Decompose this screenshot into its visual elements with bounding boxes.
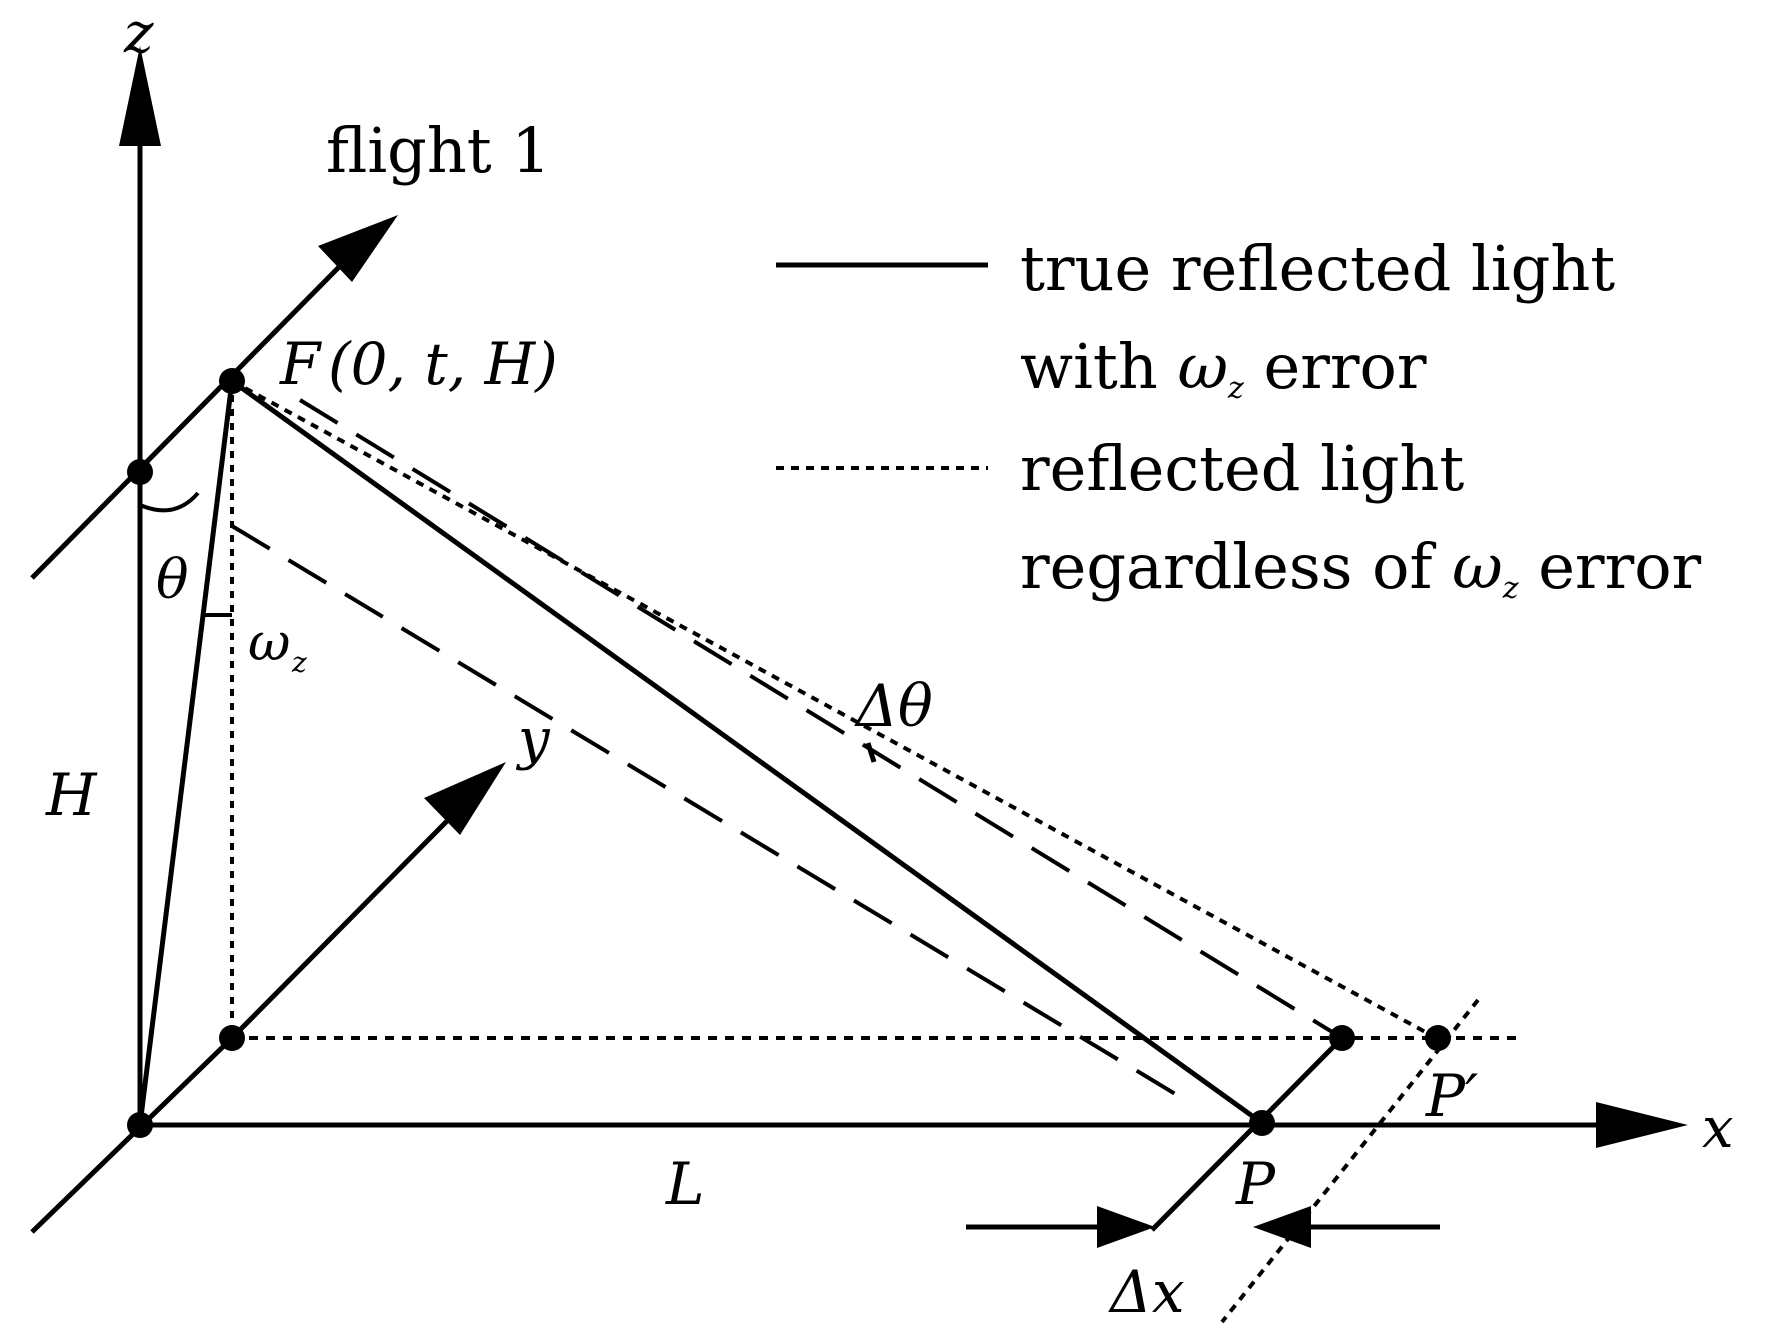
distance-label: L xyxy=(665,1150,705,1218)
point-F-label: F xyxy=(279,330,322,398)
y-axis-arrow-icon xyxy=(424,762,506,835)
point-z-axis-crossing xyxy=(127,459,153,485)
y-axis-line xyxy=(230,818,450,1040)
legend-solid-omega-sub: z xyxy=(1227,371,1244,406)
legend-dotted-label-line2: regardless of ωz error xyxy=(1020,530,1702,606)
reflected-light-dotted-line xyxy=(231,379,1441,1042)
legend-dotted-pre: regardless of xyxy=(1020,530,1452,603)
dashed-line-to-P xyxy=(230,524,1184,1100)
height-label: H xyxy=(45,761,98,829)
legend-dotted-post: error xyxy=(1519,530,1702,603)
theta-label: θ xyxy=(156,548,189,611)
legend-dotted-omega: ω xyxy=(1452,530,1503,603)
true-reflected-light-line xyxy=(230,378,1264,1126)
legend-dotted-label-line1: reflected light xyxy=(1020,432,1464,505)
z-axis-label: z xyxy=(123,1,154,66)
flight-track-line xyxy=(30,264,342,580)
legend-dotted-omega-sub: z xyxy=(1502,571,1519,606)
flight-track-arrow-icon xyxy=(318,215,398,282)
legend-solid-post: error xyxy=(1244,330,1427,403)
point-P-label: P xyxy=(1235,1150,1276,1218)
point-F xyxy=(219,368,245,394)
legend-solid-label-line1: true reflected light xyxy=(1020,232,1615,305)
legend-solid-pre: with xyxy=(1020,330,1177,403)
omega-label: ω xyxy=(248,613,290,673)
dashed-line-to-ground-point xyxy=(298,398,1344,1040)
delta-x-left-arrow-icon xyxy=(1097,1206,1155,1248)
slant-line-origin-to-F xyxy=(137,380,235,1126)
point-P-prime-label: P′ xyxy=(1425,1062,1478,1130)
legend-solid-omega: ω xyxy=(1177,330,1228,403)
point-ground-foot xyxy=(219,1025,245,1051)
legend: true reflected light with ωz error refle… xyxy=(776,232,1702,606)
delta-x-label: Δx xyxy=(1108,1258,1185,1326)
point-ground-reflection xyxy=(1329,1025,1355,1051)
line-through-P xyxy=(1150,1036,1344,1232)
omega-subscript-label: z xyxy=(291,646,307,679)
legend-solid-label-line2: with ωz error xyxy=(1020,330,1427,406)
z-axis-arrow-icon xyxy=(119,46,161,146)
x-axis-label: x xyxy=(1702,1096,1734,1161)
point-F-coords-label: (0, t, H) xyxy=(328,330,558,398)
point-P-prime-marker xyxy=(1425,1025,1451,1051)
point-origin xyxy=(127,1112,153,1138)
theta-angle-arc xyxy=(139,491,200,513)
delta-x-right-arrow-icon xyxy=(1253,1206,1311,1248)
y-axis-label: y xyxy=(515,707,551,772)
x-axis-arrow-icon xyxy=(1596,1102,1688,1148)
delta-theta-label: Δθ xyxy=(854,672,933,740)
point-P xyxy=(1249,1110,1275,1136)
delta-theta-tick xyxy=(865,742,877,763)
flight-label: flight 1 xyxy=(326,114,551,187)
